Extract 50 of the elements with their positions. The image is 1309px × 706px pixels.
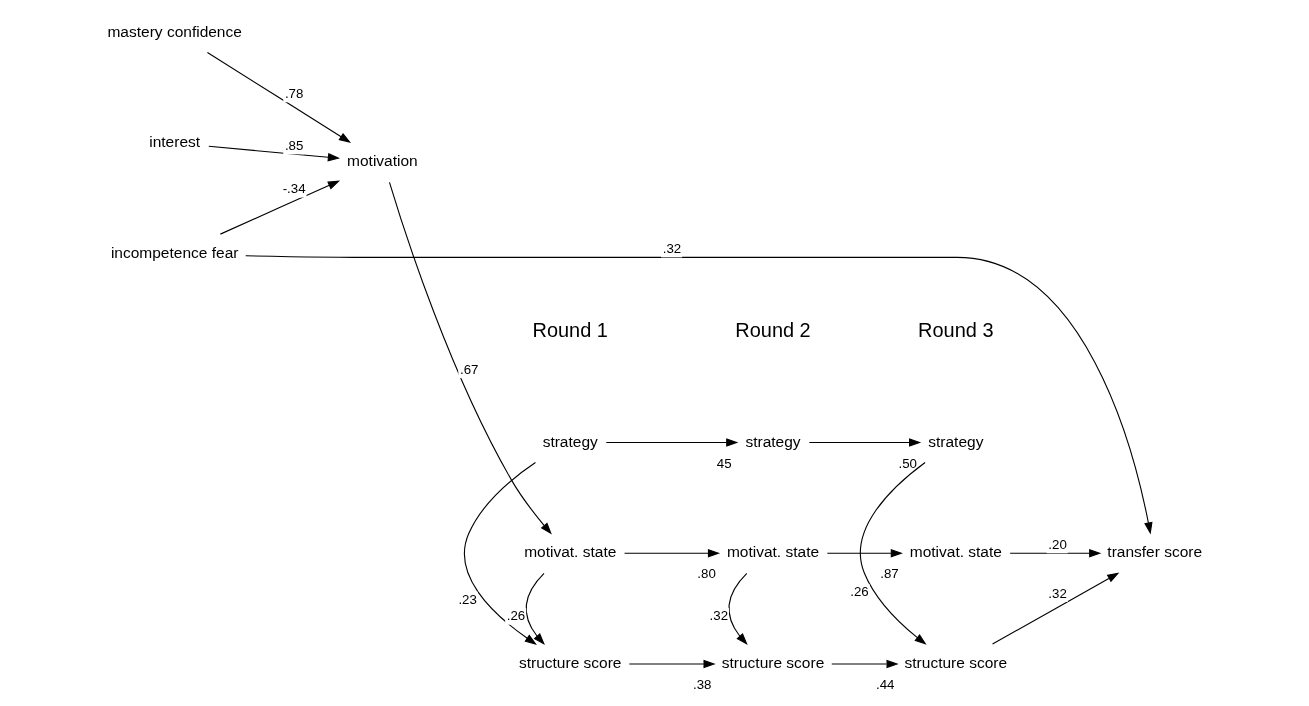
arrow (808, 438, 921, 447)
node-text: incompetence fear (110, 244, 238, 262)
edge-label: .87 (879, 566, 899, 582)
arrow (1009, 548, 1101, 558)
edge-label: .78 (284, 85, 303, 101)
arrow (206, 51, 351, 143)
edge-label: .26 (506, 608, 525, 624)
edge-label: .20 (1047, 536, 1067, 552)
edge-label: .85 (284, 138, 303, 154)
arrow (605, 438, 738, 447)
edge-label: .32 (1047, 585, 1067, 601)
edge-label: -.34 (282, 181, 306, 197)
edge-label: .32 (662, 241, 681, 257)
node-text: motivation (346, 152, 418, 170)
arrow (388, 181, 552, 535)
node-text: motivat. state (726, 543, 819, 561)
node-text: structure score (904, 654, 1007, 672)
arrow (207, 145, 340, 162)
arrow (623, 548, 720, 558)
node-text: structure score (721, 654, 824, 672)
node-text: structure score (518, 654, 621, 672)
arrow (859, 461, 927, 645)
arrow (463, 462, 537, 645)
label: Round 2 (734, 318, 811, 341)
edge-label: .23 (457, 591, 477, 607)
edge-label: .32 (709, 608, 728, 624)
arrow (991, 572, 1119, 645)
node-text: motivat. state (909, 543, 1002, 561)
node-text: strategy (542, 432, 598, 450)
edge-label: .67 (459, 361, 478, 377)
node-text: strategy (927, 432, 983, 450)
edge-label: .80 (696, 566, 716, 582)
arrow (244, 255, 1153, 535)
arrow (628, 659, 716, 669)
edge-label: 45 (716, 455, 732, 471)
node-text: transfer score (1106, 543, 1202, 561)
node-text: strategy (744, 432, 801, 450)
label: Round 3 (917, 318, 994, 341)
edge-label: .50 (898, 455, 917, 471)
node-text: interest (148, 133, 200, 151)
label: Round 1 (532, 318, 608, 341)
arrow (525, 572, 545, 645)
arrow (727, 572, 748, 645)
arrow (830, 659, 899, 669)
node-text: motivat. state (523, 543, 616, 561)
arrow (826, 548, 903, 558)
edge-label: .38 (692, 677, 711, 693)
edge-label: .26 (849, 584, 869, 600)
edge-label: .44 (875, 677, 894, 693)
node-text: mastery confidence (106, 22, 242, 40)
